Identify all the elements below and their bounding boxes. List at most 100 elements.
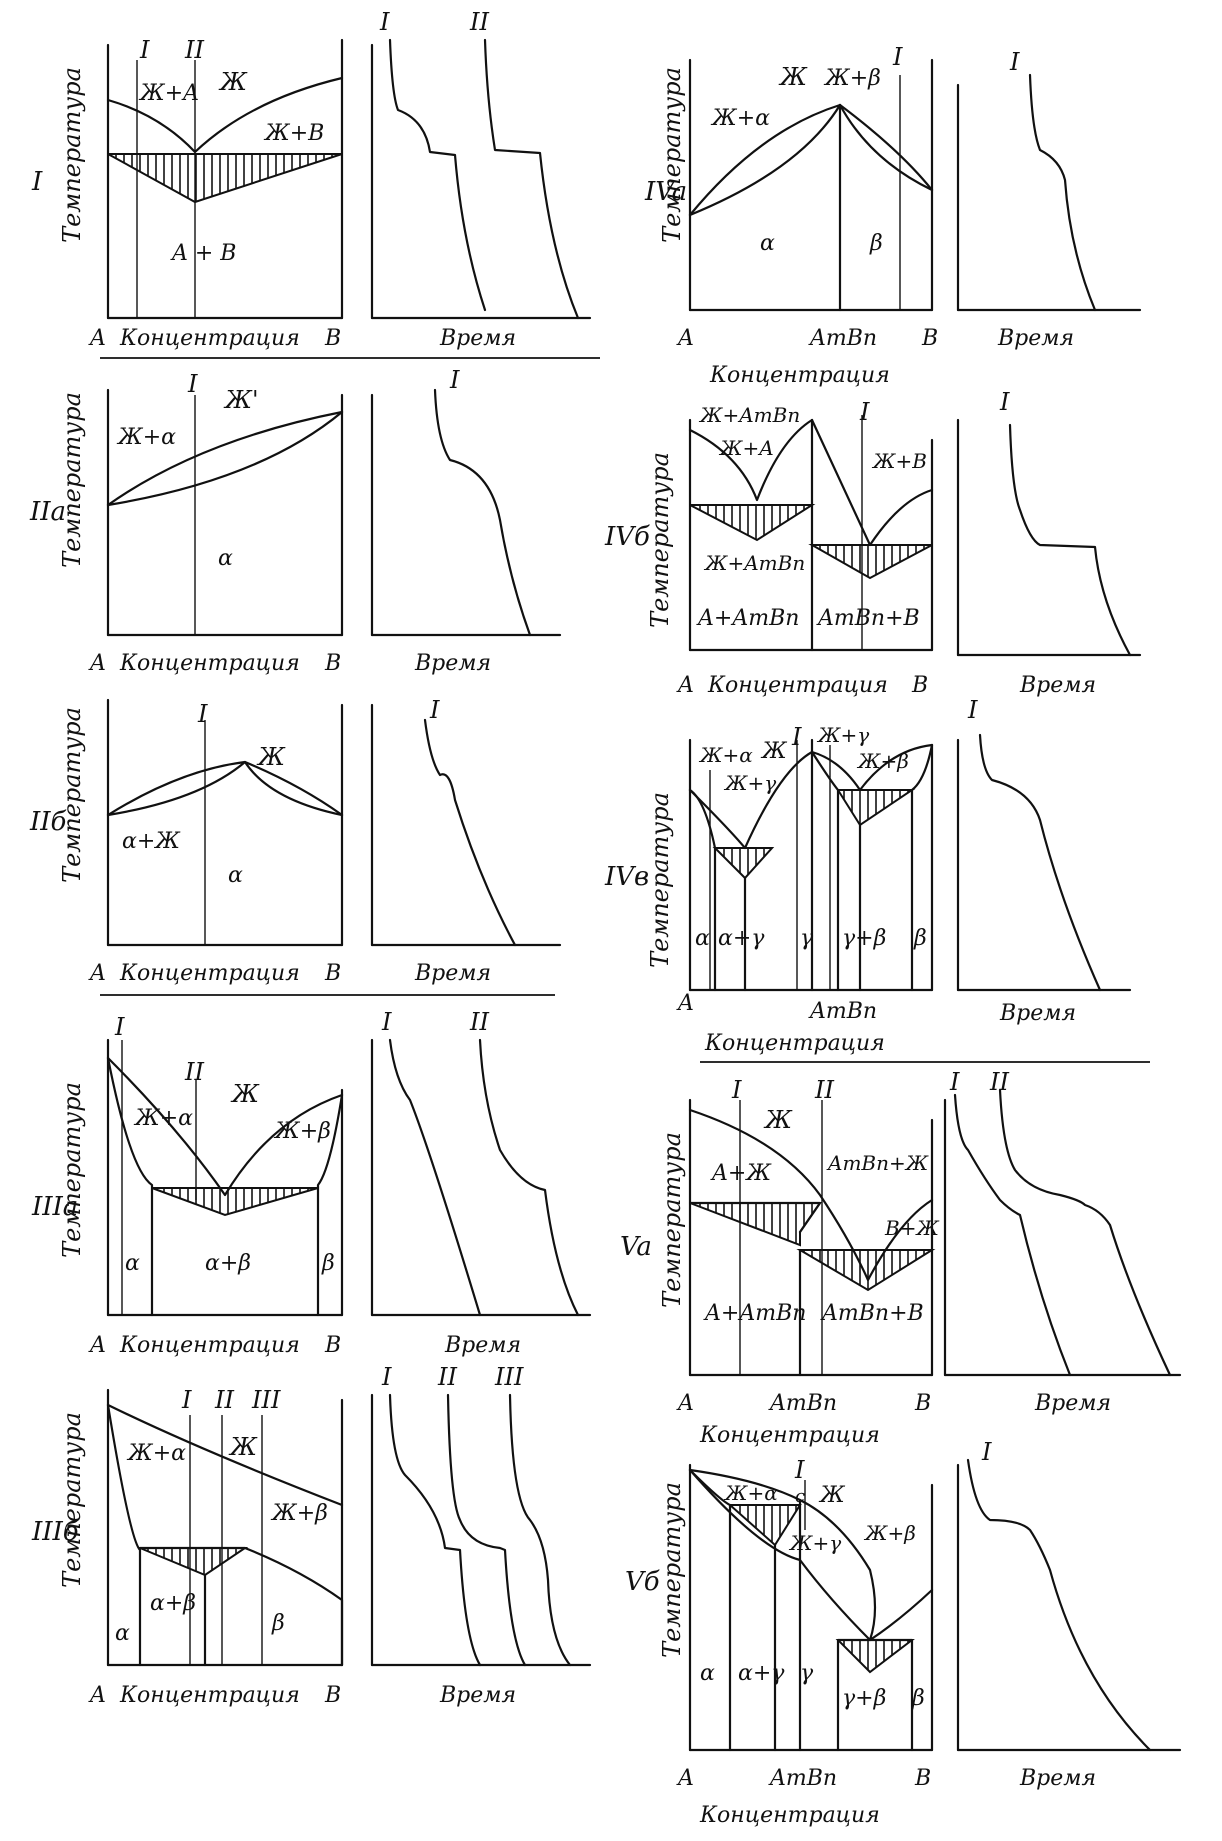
- panel-IVa: IVa Температура Ж Ж+β I Ж+α α β A AmBn B…: [644, 43, 1142, 388]
- time-axis-label: Время: [997, 326, 1074, 351]
- concentration-axis-label: Концентрация: [119, 1333, 300, 1358]
- region-l-plus-beta: Ж+β: [270, 1501, 328, 1526]
- region-l-plus-alpha: Ж+α: [133, 1106, 193, 1131]
- curve-label-I: I: [381, 1363, 392, 1391]
- region-alpha-plus-l: α+Ж: [122, 829, 181, 854]
- curve-label-I: I: [999, 388, 1010, 416]
- axis-A: A: [676, 673, 694, 698]
- curve-label-I: I: [379, 8, 390, 36]
- region-l-plus-ambn: Ж+AmBn: [698, 403, 800, 427]
- region-alpha: α: [125, 1251, 140, 1276]
- panel-IIb: IIб Температура I Ж α+Ж α A Концентрация…: [29, 696, 562, 986]
- temperature-axis-label: Температура: [658, 1482, 686, 1658]
- curve-label-I: I: [967, 696, 978, 724]
- axis-B: B: [911, 673, 928, 698]
- concentration-axis-label: Концентрация: [119, 961, 300, 986]
- temperature-axis-label: Температура: [646, 452, 674, 628]
- axis-A: A: [676, 326, 694, 351]
- panel-tag: Va: [620, 1232, 652, 1262]
- panel-tag: IIб: [29, 807, 67, 837]
- region-alpha: α: [228, 863, 243, 888]
- region-ambn-b: AmBn+B: [820, 1301, 924, 1326]
- curve-label-I: I: [381, 1008, 392, 1036]
- axis-B: B: [324, 1683, 341, 1708]
- panel-IIIa: IIIa Температура I II Ж Ж+α Ж+β α α+β β …: [31, 1008, 592, 1358]
- region-l-plus-a: Ж+A: [718, 436, 774, 460]
- region-beta: β: [913, 926, 927, 951]
- temperature-axis-label: Температура: [646, 792, 674, 968]
- temperature-axis-label: Температура: [658, 67, 686, 243]
- region-beta: β: [911, 1686, 925, 1711]
- curve-label-I: I: [859, 398, 870, 426]
- temperature-axis-label: Температура: [58, 392, 86, 568]
- axis-B: B: [324, 326, 341, 351]
- axis-B: B: [324, 1333, 341, 1358]
- curve-label-I: I: [187, 370, 198, 398]
- region-liquid: Ж: [818, 1483, 846, 1508]
- curve-label-I: I: [139, 36, 150, 64]
- region-l-plus-b: Ж+B: [871, 449, 927, 473]
- region-beta: β: [271, 1611, 285, 1636]
- temperature-axis-label: Температура: [658, 1132, 686, 1308]
- curve-label-II: II: [989, 1068, 1009, 1096]
- time-axis-label: Время: [1019, 673, 1096, 698]
- curve-label-II: II: [214, 1386, 234, 1414]
- region-liquid: Ж: [218, 68, 248, 96]
- region-l-plus-beta: Ж+β: [856, 749, 909, 773]
- curve-label-I: I: [892, 43, 903, 71]
- concentration-axis-label: Концентрация: [704, 1031, 885, 1056]
- region-gamma-beta: γ+β: [842, 1686, 886, 1711]
- region-alpha: α: [115, 1621, 130, 1646]
- region-alpha: α: [218, 546, 233, 571]
- curve-label-I: I: [429, 696, 440, 724]
- panel-Vb: Vб Температура I c Ж Ж+α Ж+γ Ж+β α α+γ γ…: [625, 1438, 1182, 1828]
- axis-B: B: [921, 326, 938, 351]
- region-ambn-plus-l: AmBn+Ж: [826, 1151, 929, 1175]
- region-liquid: Ж: [760, 739, 788, 764]
- axis-A: A: [88, 1683, 106, 1708]
- axis-A: A: [88, 651, 106, 676]
- panel-tag: Vб: [625, 1567, 660, 1597]
- region-gamma: γ: [800, 1661, 814, 1686]
- region-liquid: Ж: [230, 1080, 260, 1108]
- panel-Va: Va Температура I II Ж A+Ж AmBn+Ж B+Ж A+A…: [620, 1068, 1182, 1448]
- region-alpha-gamma: α+γ: [738, 1661, 785, 1686]
- time-axis-label: Время: [999, 1001, 1076, 1026]
- region-l-plus-alpha: Ж+α: [116, 425, 176, 450]
- region-l-plus-beta: Ж+β: [863, 1521, 916, 1545]
- curve-label-II: II: [469, 1008, 489, 1036]
- panel-I: I Температура I II Ж+A Ж Ж+B A + B A Кон…: [31, 8, 592, 351]
- axis-AmBn: AmBn: [808, 999, 877, 1024]
- time-axis-label: Время: [444, 1333, 521, 1358]
- axis-AmBn: AmBn: [768, 1766, 837, 1791]
- region-beta: β: [321, 1251, 335, 1276]
- curve-label-I: I: [1009, 48, 1020, 76]
- region-a-ambn: A+AmBn: [696, 606, 799, 631]
- region-l-plus-b: Ж+B: [263, 121, 324, 146]
- region-liquid: Ж: [763, 1106, 793, 1134]
- panel-tag: IVa: [644, 177, 687, 207]
- axis-AmBn: AmBn: [768, 1391, 837, 1416]
- time-axis-label: Время: [1034, 1391, 1111, 1416]
- curve-label-I: I: [114, 1013, 125, 1041]
- axis-A: A: [88, 961, 106, 986]
- region-b-plus-l: B+Ж: [884, 1216, 939, 1240]
- curve-label-I: I: [731, 1076, 742, 1104]
- region-alpha-gamma: α+γ: [718, 926, 765, 951]
- panel-tag: IIa: [29, 497, 66, 527]
- region-l-plus-gamma-2: Ж+γ: [723, 771, 776, 795]
- curve-label-III: III: [494, 1363, 524, 1391]
- time-axis-label: Время: [439, 326, 516, 351]
- axis-A: A: [676, 1391, 694, 1416]
- temperature-axis-label: Температура: [58, 67, 86, 243]
- region-l-plus-beta: Ж+β: [823, 66, 881, 91]
- concentration-axis-label: Концентрация: [699, 1803, 880, 1828]
- panel-IIa: IIa Температура I Ж' Ж+α α A Концентраци…: [29, 366, 562, 676]
- concentration-axis-label: Концентрация: [119, 651, 300, 676]
- region-alpha: α: [760, 231, 775, 256]
- panel-tag: IIIб: [31, 1517, 79, 1547]
- curve-label-II: II: [437, 1363, 457, 1391]
- region-a-ambn: A+AmBn: [703, 1301, 806, 1326]
- temperature-axis-label: Температура: [58, 1082, 86, 1258]
- region-l-plus-ambn-2: Ж+AmBn: [703, 551, 805, 575]
